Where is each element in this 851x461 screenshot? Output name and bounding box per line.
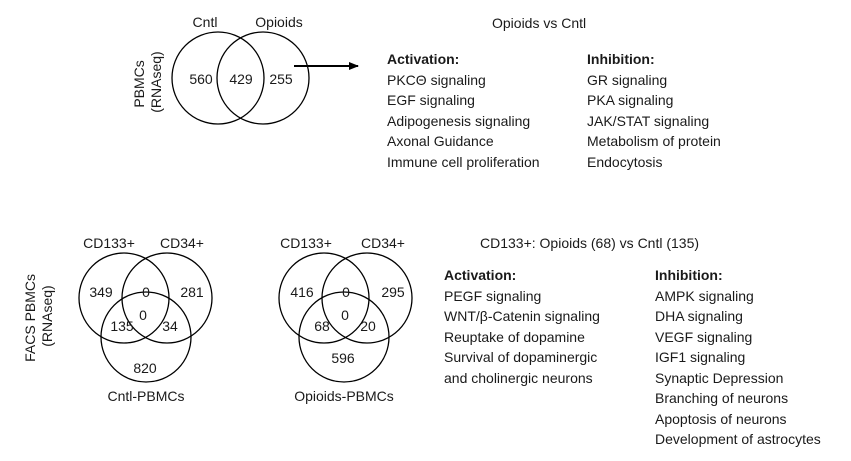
venn-set-label-cd133: CD133+ — [83, 235, 135, 251]
venn-count-cntl-only: 560 — [189, 71, 213, 87]
venn-count-cd133-pbmcs: 135 — [110, 318, 134, 334]
venn-count-pbmcs-only: 596 — [331, 350, 355, 366]
inhibition-item: Metabolism of protein — [587, 133, 721, 149]
venn-set-label-cd34: CD34+ — [361, 235, 405, 251]
activation-item: EGF signaling — [387, 92, 475, 108]
venn-circle-cd34 — [121, 252, 213, 344]
inhibition-item: IGF1 signaling — [655, 349, 746, 365]
bottom-inhibition-list: Inhibition: AMPK signaling DHA signaling… — [655, 265, 821, 450]
venn-count-all: 0 — [139, 307, 147, 323]
inhibition-item: Development of astrocytes — [655, 431, 821, 447]
inhibition-header: Inhibition: — [587, 51, 655, 67]
venn-circle-opioids — [216, 31, 310, 125]
activation-item: WNT/β-Catenin signaling — [444, 308, 600, 324]
inhibition-item: Branching of neurons — [655, 390, 789, 406]
venn-circle-pbmcs — [100, 291, 192, 383]
venn-count-cd34-only: 281 — [180, 284, 204, 300]
inhibition-item: Apoptosis of neurons — [655, 410, 787, 427]
bottom-comparison-title: CD133+: Opioids (68) vs Cntl (135) — [480, 235, 700, 251]
activation-header: Activation: — [444, 267, 517, 283]
venn-set-label-opioids: Opioids — [255, 14, 302, 30]
activation-item: Adipogenesis signaling — [387, 112, 531, 129]
top-comparison-title: Opioids vs Cntl — [492, 15, 587, 31]
venn-set-label-cd34: CD34+ — [160, 235, 204, 251]
venn-count-overlap: 429 — [229, 71, 253, 87]
venn-circle-pbmcs — [298, 291, 390, 383]
inhibition-item: GR signaling — [587, 71, 668, 88]
venn-opioids: CD133+ CD34+ Opioids-PBMCs 416 0 295 0 6… — [278, 235, 413, 404]
inhibition-item: Endocytosis — [587, 153, 663, 170]
activation-item: PEGF signaling — [444, 287, 542, 304]
bottom-row-label: FACS PBMCs (RNAseq) — [22, 270, 55, 362]
activation-item: Axonal Guidance — [387, 133, 494, 149]
venn-count-pbmcs-only: 820 — [133, 360, 157, 376]
venn-count-cd133-only: 416 — [290, 284, 314, 300]
venn-count-cd133-pbmcs: 68 — [314, 318, 330, 334]
venn-set-label-pbmcs: Opioids-PBMCs — [294, 388, 394, 404]
inhibition-item: VEGF signaling — [655, 328, 753, 345]
activation-item: Survival of dopaminergic — [444, 349, 598, 365]
venn-count-cd34-only: 295 — [381, 284, 405, 300]
inhibition-item: Synaptic Depression — [655, 369, 784, 386]
venn-circle-cd133 — [278, 252, 370, 344]
venn-circle-cntl — [171, 31, 265, 125]
activation-item: Reuptake of dopamine — [444, 328, 585, 345]
activation-item: PKCΘ signaling — [387, 71, 486, 88]
top-inhibition-list: Inhibition: GR signaling PKA signaling J… — [587, 49, 721, 172]
venn-count-cd133-only: 349 — [89, 284, 113, 300]
top-row-label: PBMCs (RNAseq) — [131, 51, 164, 112]
activation-item: Immune cell proliferation — [387, 153, 540, 170]
venn-set-label-pbmcs: Cntl-PBMCs — [107, 388, 184, 404]
inhibition-header: Inhibition: — [655, 267, 723, 283]
inhibition-item: PKA signaling — [587, 92, 674, 108]
inhibition-item: AMPK signaling — [655, 287, 754, 304]
venn-count-cd34-pbmcs: 34 — [162, 318, 178, 334]
inhibition-item: JAK/STAT signaling — [587, 112, 710, 129]
top-venn: Cntl Opioids 560 429 255 — [171, 14, 359, 125]
venn-count-all: 0 — [341, 307, 349, 323]
activation-header: Activation: — [387, 51, 460, 67]
top-activation-list: Activation: PKCΘ signaling EGF signaling… — [387, 49, 540, 172]
venn-count-cd133-cd34: 0 — [342, 284, 350, 300]
venn-set-label-cntl: Cntl — [193, 14, 218, 30]
venn-count-cd133-cd34: 0 — [142, 284, 150, 300]
inhibition-item: DHA signaling — [655, 308, 743, 324]
venn-count-opioids-only: 255 — [269, 71, 293, 87]
venn-set-label-cd133: CD133+ — [280, 235, 332, 251]
activation-item: and cholinergic neurons — [444, 369, 593, 386]
venn-count-cd34-pbmcs: 20 — [360, 318, 376, 334]
venn-cntl: CD133+ CD34+ Cntl-PBMCs 349 0 281 0 135 … — [78, 235, 213, 404]
bottom-activation-list: Activation: PEGF signaling WNT/β-Catenin… — [444, 265, 600, 388]
